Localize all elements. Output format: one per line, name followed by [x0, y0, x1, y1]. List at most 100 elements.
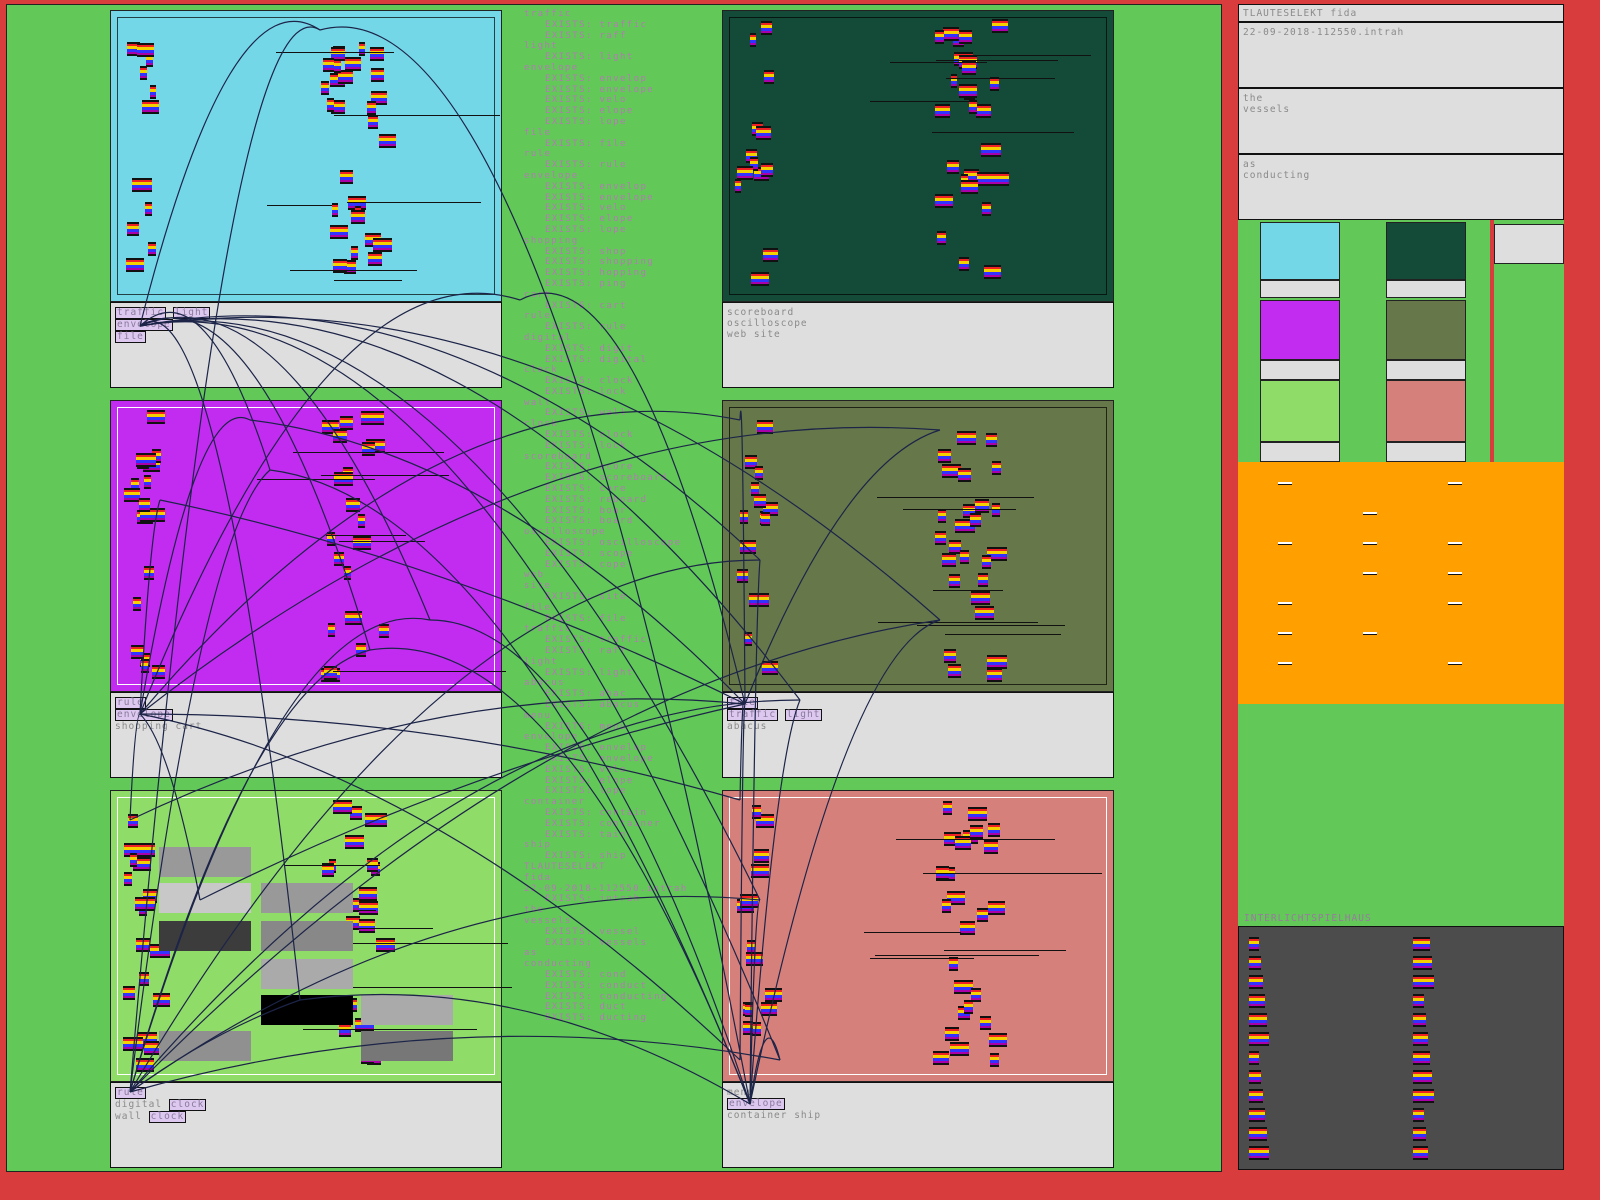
node-glyph[interactable] — [941, 552, 956, 567]
node-glyph[interactable] — [1413, 1070, 1432, 1084]
node-glyph[interactable] — [764, 70, 774, 85]
node-glyph[interactable] — [359, 919, 375, 934]
node-glyph[interactable] — [353, 536, 371, 551]
node-glyph[interactable] — [1249, 1108, 1265, 1122]
node-glyph[interactable] — [989, 1053, 999, 1067]
node-glyph[interactable] — [1278, 542, 1292, 545]
node-glyph[interactable] — [976, 907, 989, 922]
node-glyph[interactable] — [735, 179, 742, 194]
node-glyph[interactable] — [955, 836, 972, 851]
node-glyph[interactable] — [324, 665, 338, 680]
node-glyph[interactable] — [327, 98, 334, 113]
node-glyph[interactable] — [368, 115, 379, 130]
node-glyph[interactable] — [762, 247, 779, 262]
node-glyph[interactable] — [990, 77, 1000, 92]
node-glyph[interactable] — [143, 475, 152, 490]
node-glyph[interactable] — [989, 1032, 1008, 1047]
node-glyph[interactable] — [345, 610, 363, 625]
tag-envelope[interactable]: envelope — [727, 1098, 785, 1110]
node-glyph[interactable] — [991, 19, 1009, 34]
node-glyph[interactable] — [345, 497, 357, 512]
gray-block[interactable] — [361, 995, 453, 1025]
node-glyph[interactable] — [983, 264, 1001, 279]
panel-image-2[interactable] — [722, 10, 1114, 302]
node-glyph[interactable] — [967, 806, 987, 821]
node-glyph[interactable] — [943, 27, 959, 42]
node-glyph[interactable] — [987, 546, 1008, 561]
node-glyph[interactable] — [322, 57, 334, 72]
node-glyph[interactable] — [980, 1016, 992, 1031]
node-glyph[interactable] — [332, 202, 339, 217]
minimap-viewport[interactable] — [1494, 224, 1564, 264]
node-glyph[interactable] — [937, 508, 947, 523]
node-glyph[interactable] — [977, 171, 992, 186]
node-glyph[interactable] — [944, 1027, 959, 1042]
node-glyph[interactable] — [969, 825, 984, 840]
thumb-4[interactable] — [1386, 300, 1466, 360]
node-glyph[interactable] — [749, 592, 769, 607]
node-glyph[interactable] — [1448, 572, 1462, 575]
node-glyph[interactable] — [746, 951, 764, 966]
node-glyph[interactable] — [1413, 975, 1434, 989]
panel-image-1[interactable] — [110, 10, 502, 302]
node-glyph[interactable] — [368, 251, 382, 266]
node-glyph[interactable] — [958, 83, 978, 98]
node-glyph[interactable] — [984, 839, 998, 854]
node-glyph[interactable] — [938, 448, 951, 463]
node-glyph[interactable] — [970, 987, 981, 1002]
panel-image-3[interactable] — [110, 400, 506, 692]
tag-rule[interactable]: rule — [115, 697, 146, 709]
node-glyph[interactable] — [957, 467, 971, 482]
node-glyph[interactable] — [933, 1050, 949, 1065]
node-glyph[interactable] — [959, 920, 975, 935]
node-glyph[interactable] — [753, 494, 766, 509]
gray-block[interactable] — [261, 921, 353, 951]
node-glyph[interactable] — [949, 956, 959, 971]
node-glyph[interactable] — [339, 416, 353, 431]
tag-traffic[interactable]: traffic — [727, 709, 779, 721]
node-glyph[interactable] — [129, 853, 138, 868]
node-glyph[interactable] — [1413, 1127, 1426, 1141]
node-glyph[interactable] — [753, 848, 770, 863]
gray-block[interactable] — [159, 1031, 251, 1061]
node-glyph[interactable] — [752, 805, 762, 820]
tag-light[interactable]: light — [172, 307, 211, 319]
node-glyph[interactable] — [1448, 602, 1462, 605]
node-glyph[interactable] — [147, 409, 166, 424]
node-glyph[interactable] — [1363, 512, 1377, 515]
panel-image-6[interactable] — [722, 790, 1114, 1082]
node-glyph[interactable] — [949, 540, 962, 555]
node-glyph[interactable] — [358, 514, 366, 529]
node-glyph[interactable] — [752, 1021, 761, 1036]
node-glyph[interactable] — [131, 645, 144, 660]
node-glyph[interactable] — [1249, 1032, 1269, 1046]
node-glyph[interactable] — [992, 460, 1002, 475]
node-glyph[interactable] — [379, 624, 390, 639]
node-glyph[interactable] — [1448, 662, 1462, 665]
node-glyph[interactable] — [954, 980, 974, 995]
panel-image-5[interactable] — [110, 790, 512, 1082]
node-glyph[interactable] — [948, 663, 962, 678]
node-glyph[interactable] — [959, 30, 973, 45]
node-glyph[interactable] — [1278, 602, 1292, 605]
node-glyph[interactable] — [358, 42, 365, 57]
thumb-3[interactable] — [1260, 300, 1340, 360]
gray-block[interactable] — [159, 847, 251, 877]
node-glyph[interactable] — [987, 823, 1001, 838]
node-glyph[interactable] — [974, 606, 994, 620]
node-glyph[interactable] — [359, 901, 379, 916]
node-glyph[interactable] — [981, 555, 991, 570]
node-glyph[interactable] — [974, 498, 989, 513]
node-glyph[interactable] — [761, 1002, 778, 1017]
node-glyph[interactable] — [371, 68, 384, 83]
node-glyph[interactable] — [1413, 1108, 1424, 1122]
node-glyph[interactable] — [372, 238, 392, 253]
node-glyph[interactable] — [344, 566, 351, 581]
node-glyph[interactable] — [737, 166, 753, 181]
node-glyph[interactable] — [757, 419, 773, 434]
node-glyph[interactable] — [1363, 542, 1377, 545]
node-glyph[interactable] — [948, 574, 960, 589]
node-glyph[interactable] — [1413, 1089, 1434, 1103]
node-glyph[interactable] — [942, 800, 953, 815]
tag-file[interactable]: file — [727, 697, 758, 709]
